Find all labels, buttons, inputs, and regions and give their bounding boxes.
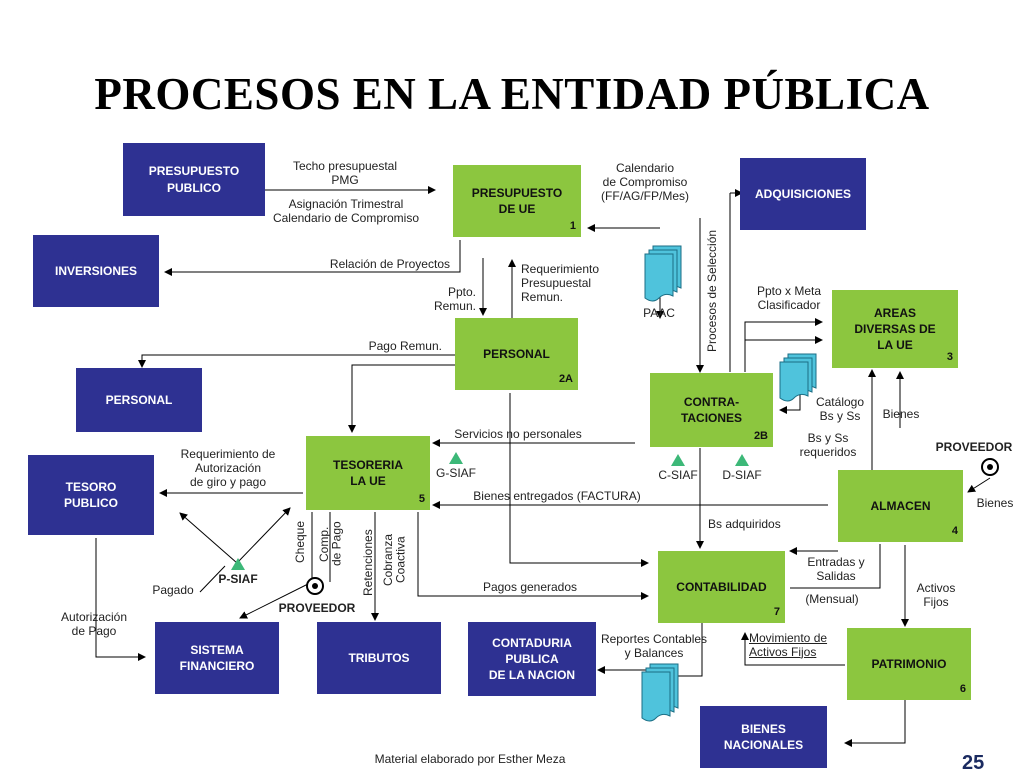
tesoreria-label: TESORERIA LA UE bbox=[332, 457, 403, 488]
presupuesto-publico-label: PRESUPUESTO PUBLICO bbox=[148, 164, 240, 195]
label-relacion: Relación de Proyectos bbox=[329, 257, 450, 271]
d-siaf-marker: D-SIAF bbox=[712, 454, 772, 482]
personal-external-label: PERSONAL bbox=[105, 392, 173, 407]
label-bienes-proveedor: Bienes bbox=[976, 496, 1014, 510]
label-bs-ss-requeridos: Bs y Ss requeridos bbox=[799, 431, 857, 459]
label-pagos-generados: Pagos generados bbox=[482, 580, 578, 594]
label-cheque: Cheque bbox=[293, 520, 307, 564]
contabilidad-label: CONTABILIDAD bbox=[676, 579, 767, 594]
footer-credit: Material elaborado por Esther Meza bbox=[374, 752, 566, 766]
tesoreria-box: TESORERIA LA UE 5 bbox=[306, 436, 430, 510]
process-number: 5 bbox=[418, 493, 425, 506]
label-proveedor-bottom: PROVEEDOR bbox=[278, 601, 356, 615]
label-cobranza: Cobranza Coactiva bbox=[381, 533, 408, 587]
label-catalogo: Catálogo Bs y Ss bbox=[815, 395, 865, 423]
tributos-box: TRIBUTOS bbox=[317, 622, 441, 694]
inversiones-box: INVERSIONES bbox=[33, 235, 159, 307]
tributos-label: TRIBUTOS bbox=[348, 650, 410, 665]
catalogo-document-icon bbox=[779, 353, 817, 402]
bienes-nacionales-box: BIENES NACIONALES bbox=[700, 706, 827, 768]
reportes-document-icon bbox=[641, 663, 679, 722]
areas-diversas-box: AREAS DIVERSAS DE LA UE 3 bbox=[832, 290, 958, 368]
inversiones-label: INVERSIONES bbox=[54, 263, 138, 278]
almacen-label: ALMACEN bbox=[870, 498, 931, 513]
patrimonio-label: PATRIMONIO bbox=[871, 656, 947, 671]
slide-title: PROCESOS EN LA ENTIDAD PÚBLICA bbox=[94, 69, 930, 119]
page-number: 25 bbox=[962, 752, 985, 774]
sistema-financiero-box: SISTEMA FINANCIERO bbox=[155, 622, 279, 694]
personal-label: PERSONAL bbox=[483, 346, 550, 361]
label-requerimiento-presupuestal: Requerimiento Presupuestal Remun. bbox=[521, 262, 600, 304]
label-comp-pago: Comp. de Pago bbox=[317, 521, 344, 567]
siaf-triangle-icon bbox=[449, 452, 463, 464]
bienes-nacionales-label: BIENES NACIONALES bbox=[723, 721, 804, 752]
label-ppto-meta: Ppto x Meta Clasificador bbox=[756, 284, 822, 312]
label-asignacion: Asignación Trimestral Calendario de Comp… bbox=[272, 197, 420, 225]
tesoro-publico-label: TESORO PUBLICO bbox=[64, 479, 118, 510]
paac-document-icon bbox=[644, 245, 682, 302]
label-techo: Techo presupuestal PMG bbox=[292, 159, 398, 187]
label-bs-adquiridos: Bs adquiridos bbox=[708, 517, 781, 531]
label-ppto-remun: Ppto. Remun. bbox=[433, 285, 476, 313]
presupuesto-publico-box: PRESUPUESTO PUBLICO bbox=[123, 143, 265, 216]
label-autorizacion-pago: Autorización de Pago bbox=[60, 610, 128, 638]
label-bienes-entregados: Bienes entregados (FACTURA) bbox=[473, 489, 641, 503]
label-pago-remun: Pago Remun. bbox=[368, 339, 442, 353]
label-activos-fijos: Activos Fijos bbox=[916, 581, 956, 609]
p-siaf-marker: P-SIAF bbox=[208, 558, 268, 586]
process-number: 7 bbox=[773, 606, 780, 619]
adquisiciones-label: ADQUISICIONES bbox=[754, 186, 851, 201]
label-movimiento: Movimiento de Activos Fijos bbox=[749, 631, 828, 659]
label-paac: PAAC bbox=[643, 306, 675, 320]
sistema-financiero-label: SISTEMA FINANCIERO bbox=[179, 642, 255, 673]
patrimonio-box: PATRIMONIO 6 bbox=[847, 628, 971, 700]
personal-external-box: PERSONAL bbox=[76, 368, 202, 432]
contaduria-label: CONTADURIA PUBLICA DE LA NACION bbox=[488, 635, 576, 683]
process-number: 4 bbox=[951, 525, 958, 538]
c-siaf-marker: C-SIAF bbox=[648, 454, 708, 482]
g-siaf-marker: G-SIAF bbox=[426, 452, 486, 480]
label-requerimiento-autorizacion: Requerimiento de Autorización de giro y … bbox=[180, 447, 276, 489]
label-pagado: Pagado bbox=[152, 583, 194, 597]
personal-box: PERSONAL 2A bbox=[455, 318, 578, 390]
d-siaf-label: D-SIAF bbox=[722, 468, 762, 482]
process-number: 2A bbox=[558, 373, 573, 386]
proveedor-bottom-icon bbox=[306, 577, 324, 595]
c-siaf-label: C-SIAF bbox=[658, 468, 698, 482]
g-siaf-label: G-SIAF bbox=[435, 466, 476, 480]
contrataciones-box: CONTRA- TACIONES 2B bbox=[650, 373, 773, 447]
contaduria-box: CONTADURIA PUBLICA DE LA NACION bbox=[468, 622, 596, 696]
presupuesto-ue-label: PRESUPUESTO DE UE bbox=[471, 185, 563, 216]
siaf-triangle-icon bbox=[231, 558, 245, 570]
process-number: 1 bbox=[569, 220, 576, 233]
areas-diversas-label: AREAS DIVERSAS DE LA UE bbox=[854, 305, 936, 353]
label-reportes: Reportes Contables y Balances bbox=[600, 632, 708, 660]
label-procesos-seleccion: Procesos de Selección bbox=[705, 229, 719, 353]
process-number: 2B bbox=[753, 430, 768, 443]
label-retenciones: Retenciones bbox=[361, 529, 375, 597]
process-number: 3 bbox=[946, 351, 953, 364]
label-servicios: Servicios no personales bbox=[454, 427, 582, 441]
label-mensual: (Mensual) bbox=[805, 592, 859, 606]
process-number: 6 bbox=[959, 683, 966, 696]
label-entradas-salidas: Entradas y Salidas bbox=[807, 555, 865, 583]
proveedor-top-icon bbox=[981, 458, 999, 476]
p-siaf-label: P-SIAF bbox=[218, 572, 258, 586]
almacen-box: ALMACEN 4 bbox=[838, 470, 963, 542]
contabilidad-box: CONTABILIDAD 7 bbox=[658, 551, 785, 623]
tesoro-publico-box: TESORO PUBLICO bbox=[28, 455, 154, 535]
label-bienes-areas: Bienes bbox=[882, 407, 920, 421]
siaf-triangle-icon bbox=[735, 454, 749, 466]
label-calendario: Calendario de Compromiso (FF/AG/FP/Mes) bbox=[601, 161, 689, 203]
label-proveedor-top: PROVEEDOR bbox=[935, 440, 1013, 454]
siaf-triangle-icon bbox=[671, 454, 685, 466]
adquisiciones-box: ADQUISICIONES bbox=[740, 158, 866, 230]
contrataciones-label: CONTRA- TACIONES bbox=[680, 394, 743, 425]
presupuesto-ue-box: PRESUPUESTO DE UE 1 bbox=[453, 165, 581, 237]
